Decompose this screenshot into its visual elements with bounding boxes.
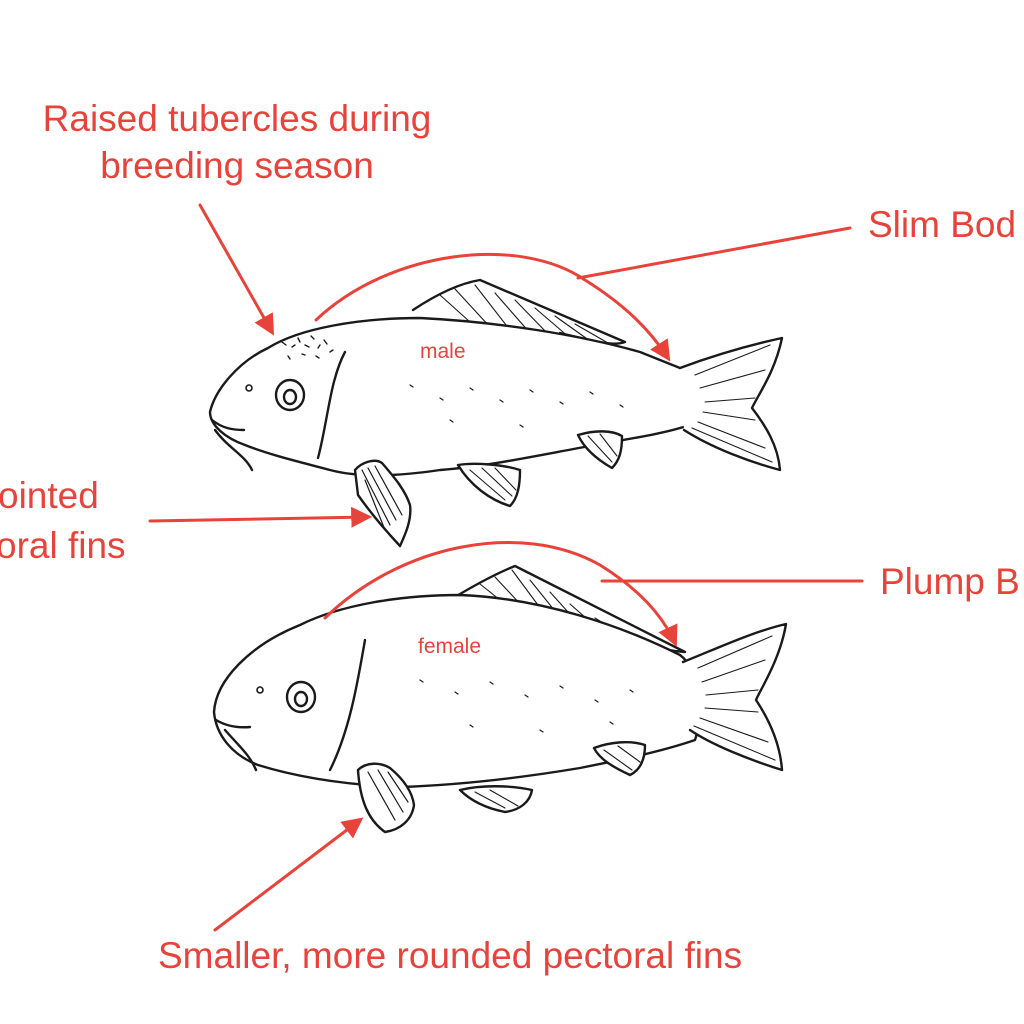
tubercles-label-line2: breeding season [100,145,374,186]
tubercles-label-line1: Raised tubercles during [42,98,432,139]
slim-body-leader-line [576,226,852,280]
tubercles-label: Raised tubercles during breeding season [20,100,454,184]
tubercles-arrow [198,203,275,336]
pointed-fins-label-line1: ointed [0,475,99,516]
male-koi-sketch [208,278,784,548]
rounded-fins-label: Smaller, more rounded pectoral fins [158,935,743,976]
female-koi-sketch [212,564,788,834]
female-label: female [418,635,482,658]
plump-body-arc-arrow [323,541,678,647]
rounded-fins-arrow [213,817,364,932]
slim-body-label: Slim Bod [868,204,1017,245]
male-label: male [420,340,466,363]
pointed-fins-label-line2: oral fins [0,525,126,566]
pointed-fins-arrow [148,506,373,528]
plump-body-label: Plump B [880,561,1020,602]
slim-body-arc-arrow [314,252,671,362]
